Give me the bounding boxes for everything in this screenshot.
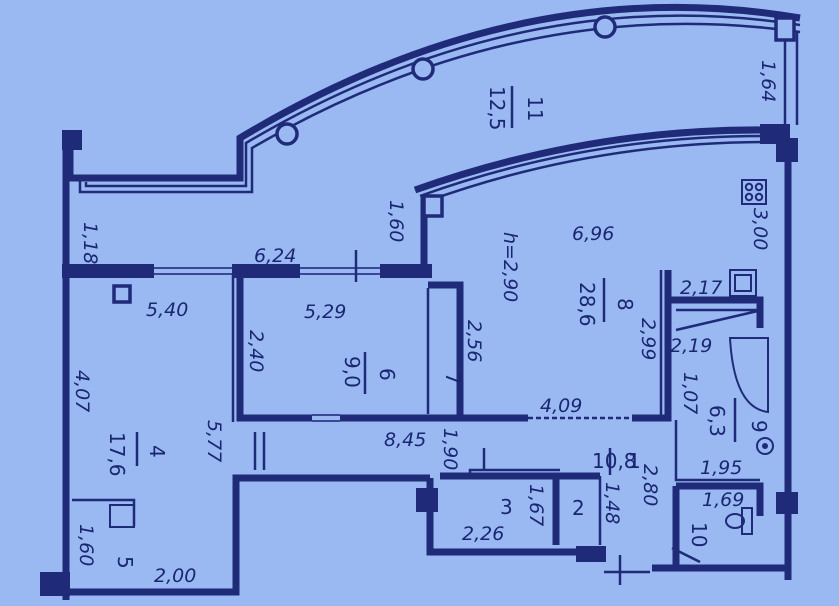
room-number: 9 — [747, 420, 771, 433]
room-label-1: 1 10,8 — [592, 448, 641, 475]
room-label-9: 9 6,3 — [705, 398, 771, 442]
dimension-label: 1,48 — [601, 482, 623, 524]
dimension-label: 5,29 — [304, 301, 346, 323]
dimension-label: 2,56 — [463, 320, 485, 362]
storage-cabinet-icon — [72, 284, 136, 528]
dimension-label: 6,24 — [254, 245, 296, 267]
room-number: 4 — [145, 445, 169, 458]
room-area: 28,6 — [575, 282, 599, 327]
washbasin-icon — [756, 437, 774, 455]
room-label-10: 10 — [687, 522, 711, 547]
room-label-7: 7 — [441, 372, 465, 385]
dimension-label: 1,60 — [385, 200, 407, 242]
room-number: 10 — [687, 522, 711, 547]
toilet-icon — [725, 507, 753, 535]
room-number: 5 — [113, 556, 137, 569]
dimension-label: 1,64 — [757, 60, 779, 102]
room-number: 1 — [628, 449, 641, 473]
room-label-8: 8 28,6 — [575, 278, 637, 327]
room-label-4: 4 17,6 — [105, 432, 169, 477]
sink-icon — [729, 269, 757, 297]
dimension-label: 8,45 — [384, 429, 426, 451]
dimension-label: 2,17 — [680, 277, 722, 299]
dimension-label: 6,96 — [572, 223, 614, 245]
room-area: 10,8 — [592, 449, 637, 473]
interior-walls — [231, 270, 764, 568]
room-label-11: 11 12,5 — [485, 86, 547, 131]
room-label-2: 2 — [572, 496, 585, 520]
dimension-label: 1,18 — [79, 222, 101, 264]
room-label-6: 6 9,0 — [340, 352, 399, 394]
dimension-label: 4,07 — [71, 370, 93, 412]
room-area: 6,3 — [705, 405, 729, 437]
dimension-labels: 1,64 3,00 6,96 h=2,90 1,18 1,60 6,24 5,4… — [71, 60, 779, 587]
dimension-label: 1,95 — [700, 457, 742, 479]
balcony-walls — [66, 3, 801, 204]
stove-icon — [741, 179, 767, 205]
dimension-label: 2,80 — [639, 464, 661, 506]
dimension-label: 4,09 — [540, 395, 582, 417]
room-label-3: 3 — [500, 495, 513, 519]
dimension-label: 2,40 — [245, 330, 267, 372]
room-area: 9,0 — [340, 356, 364, 388]
room-label-5: 5 — [113, 556, 137, 569]
room-number: 2 — [572, 496, 585, 520]
balcony-columns — [275, 15, 796, 146]
room-number: 7 — [441, 372, 465, 385]
dimension-label: 1,60 — [75, 524, 97, 566]
outer-walls — [40, 130, 798, 600]
dimension-label: 1,69 — [702, 489, 744, 511]
dimension-label: 2,26 — [462, 523, 504, 545]
dimension-label: 2,99 — [637, 318, 659, 360]
dimension-label: 1,07 — [679, 372, 701, 414]
dimension-label: 1,90 — [439, 428, 461, 470]
bathtub-icon — [728, 337, 769, 414]
dimension-label: 2,19 — [670, 335, 712, 357]
room-area: 12,5 — [485, 86, 509, 131]
room-number: 6 — [375, 368, 399, 381]
room-area: 17,6 — [105, 432, 129, 477]
dimension-label: 5,77 — [203, 420, 225, 462]
dimension-label: 1,67 — [525, 484, 547, 526]
dimension-label: 3,00 — [749, 208, 771, 250]
dimension-label: 2,00 — [154, 565, 196, 587]
dimension-label: 5,40 — [146, 299, 188, 321]
room-number: 11 — [523, 96, 547, 121]
dimension-label: h=2,90 — [499, 232, 521, 302]
openings — [154, 250, 650, 585]
room-number: 3 — [500, 495, 513, 519]
room-number: 8 — [613, 298, 637, 311]
